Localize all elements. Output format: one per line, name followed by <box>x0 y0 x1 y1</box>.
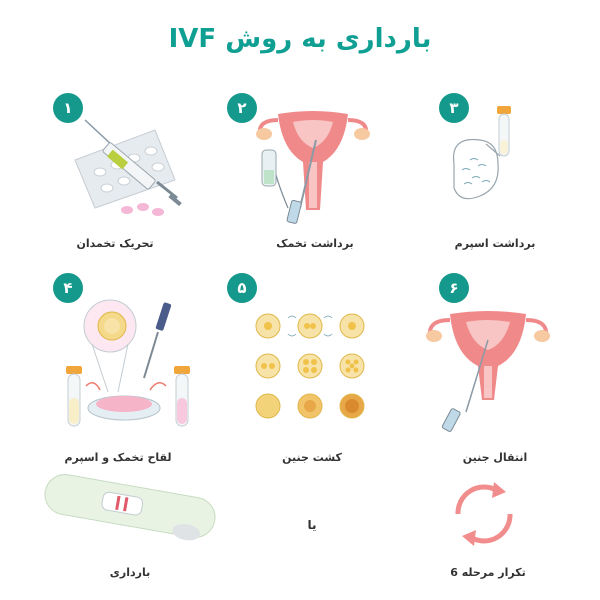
step-3-badge: ۳ <box>439 93 469 123</box>
uterus-egg-retrieval-illustration <box>256 111 370 224</box>
page-title: بارداری به روش IVF <box>168 24 432 54</box>
syringe-and-pills-illustration <box>74 119 182 216</box>
embryo-culture-illustration <box>255 313 365 419</box>
step-2-label: برداشت تخمک <box>276 237 354 250</box>
fertilization-illustration <box>66 299 190 427</box>
step-6-label: انتقال جنین <box>462 451 528 464</box>
step-3-label: برداشت اسپرم <box>454 237 536 250</box>
step-2-badge: ۲ <box>227 93 257 123</box>
pregnancy-label: بارداری <box>109 566 151 579</box>
repeat-step-label: تکرار مرحله 6 <box>450 566 526 579</box>
step-6-badge: ۶ <box>439 273 469 303</box>
step-1-label: تحریک تخمدان <box>76 237 154 250</box>
step-4-label: لقاح تخمک و اسپرم <box>64 451 172 464</box>
uterus-embryo-transfer-illustration <box>426 311 550 432</box>
step-5-badge: ۵ <box>227 273 257 303</box>
repeat-cycle-icon <box>455 482 513 546</box>
or-label: یا <box>307 518 317 532</box>
pregnancy-test-illustration <box>44 474 216 541</box>
sperm-sample-illustration <box>452 106 511 200</box>
step-5-label: کشت جنین <box>282 451 342 464</box>
step-4-badge: ۴ <box>53 273 83 303</box>
step-1-badge: ۱ <box>53 93 83 123</box>
